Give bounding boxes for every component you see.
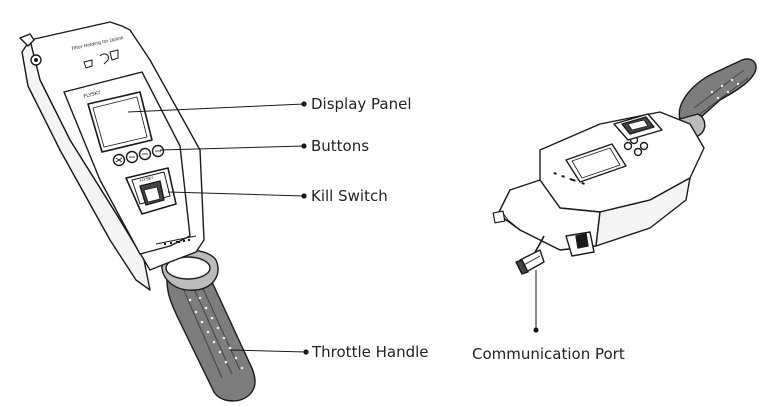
kill-switch-label: FLYSKY — [139, 175, 154, 183]
kill-switch-angled[interactable] — [613, 113, 663, 141]
label-display-panel: Display Panel — [311, 95, 412, 113]
throttle-handle — [161, 249, 256, 402]
label-communication-port: Communication Port — [472, 345, 625, 363]
callout-lines — [127, 103, 537, 353]
label-kill-switch: Kill Switch — [311, 187, 388, 205]
label-throttle-handle: Throttle Handle — [311, 343, 429, 361]
callout-dots — [301, 101, 539, 355]
device-front-view: Filter Holding for Uplink FLYSKY — [19, 21, 256, 402]
brand-label: FLYSKY — [83, 90, 102, 100]
buttons-group — [112, 144, 165, 167]
label-buttons: Buttons — [311, 137, 369, 155]
device-angled-view — [492, 58, 757, 275]
communication-port — [515, 249, 545, 275]
kill-switch[interactable]: FLYSKY — [125, 167, 177, 215]
